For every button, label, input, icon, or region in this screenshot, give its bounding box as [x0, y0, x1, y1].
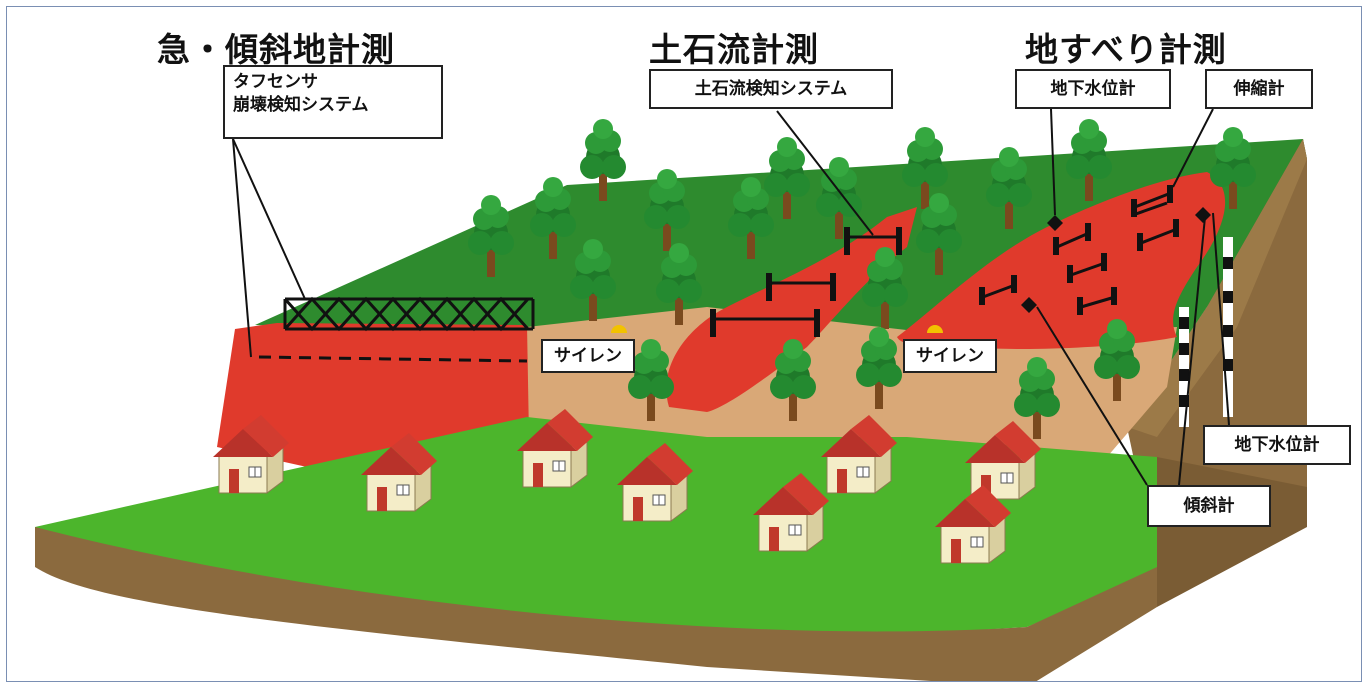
sensor-markers	[1021, 207, 1211, 313]
groundwater-borehole	[1179, 237, 1233, 427]
title-steep-slope: 急・傾斜地計測	[157, 30, 395, 69]
label-tough-sensor: タフセンサ	[233, 72, 318, 92]
title-debris-flow: 土石流計測	[649, 30, 819, 69]
label-groundwater-right: 地下水位計	[1203, 425, 1351, 465]
label-steep-slope-sensor: タフセンサ 崩壊検知システム	[223, 65, 443, 139]
label-groundwater-top: 地下水位計	[1015, 69, 1171, 109]
tough-sensor-cable	[258, 355, 528, 363]
label-debris-detection: 土石流検知システム	[649, 69, 893, 109]
protective-fence	[283, 296, 535, 332]
steep-slope-collapse	[217, 323, 529, 467]
debris-flow-gates	[710, 227, 902, 337]
label-inclinometer: 傾斜計	[1147, 485, 1271, 527]
siren-lights	[611, 325, 943, 333]
label-collapse-detection: 崩壊検知システム	[233, 94, 369, 115]
label-siren-right: サイレン	[903, 339, 997, 373]
diagram-frame: 急・傾斜地計測 土石流計測 地すべり計測 タフセンサ 崩壊検知システム 土石流検…	[6, 6, 1362, 682]
label-extensometer: 伸縮計	[1205, 69, 1313, 109]
front-earth	[35, 527, 1157, 681]
label-siren-left: サイレン	[541, 339, 635, 373]
extensometer-array	[982, 191, 1178, 309]
leader-lines	[232, 108, 1230, 486]
title-landslide: 地すべり計測	[1025, 30, 1227, 69]
debris-flow-area	[666, 207, 917, 412]
